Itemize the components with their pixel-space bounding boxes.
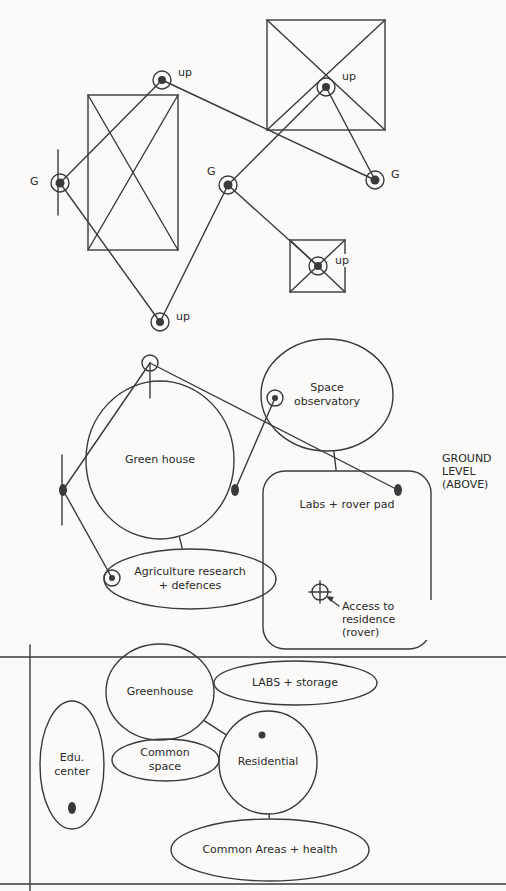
zone-ellipse: Edu. center — [39, 700, 105, 830]
square-diagonal — [267, 20, 385, 130]
square-diagonal — [88, 95, 178, 250]
zone-ellipse — [40, 701, 104, 829]
zone-label: Green house — [125, 453, 195, 467]
floor-line — [0, 656, 506, 657]
wall-line — [29, 645, 30, 891]
text-stack: Greenhouse — [127, 685, 193, 699]
connector — [268, 814, 269, 818]
marker-dot — [158, 76, 166, 84]
level-marker — [151, 313, 169, 331]
connector — [334, 452, 336, 470]
square-diagonal — [88, 95, 178, 250]
zone-label: Space observatory — [280, 381, 374, 409]
zone-ellipse — [86, 381, 234, 539]
text-stack: Common Areas + health — [202, 843, 337, 857]
marker-dot — [259, 732, 266, 739]
text-stack: Residential — [238, 755, 299, 769]
zone-label: Edu. center — [50, 751, 95, 779]
path-line — [60, 183, 160, 322]
marker-dot — [109, 575, 115, 581]
zone-ellipse — [261, 339, 393, 451]
sketch-label: up — [333, 254, 351, 267]
sketch-label: G — [389, 168, 402, 181]
marker-dot — [272, 395, 278, 401]
marker-dot — [68, 802, 76, 814]
marker-dot — [156, 318, 164, 326]
path-line — [235, 398, 275, 490]
path-line — [162, 80, 375, 180]
sketch-label: G — [205, 165, 218, 178]
sketch-label: GROUND LEVEL (ABOVE) — [440, 452, 506, 492]
marker-dot — [59, 484, 67, 496]
text-stack: Agriculture research + defences — [129, 565, 251, 593]
path-line — [63, 363, 150, 490]
path-line — [228, 185, 318, 266]
zone-ellipse — [111, 739, 218, 781]
floor-line — [0, 883, 506, 884]
sketch-label: up — [176, 66, 194, 79]
marker-dot — [224, 181, 233, 190]
text-stack: Edu. center — [50, 751, 95, 779]
path-line — [60, 80, 162, 183]
path-line — [160, 185, 228, 322]
arrow-head — [326, 596, 334, 602]
text-stack: Space observatory — [280, 381, 374, 409]
text-stack: Green house — [125, 453, 195, 467]
square-diagonal — [267, 20, 385, 130]
level-marker — [153, 71, 171, 89]
zone-label: Greenhouse — [127, 685, 193, 699]
text-stack: Labs + rover pad — [300, 498, 395, 512]
zone-circle: Residential — [218, 710, 318, 815]
marker-dot — [394, 484, 402, 496]
building-square — [88, 95, 178, 250]
level-marker — [142, 355, 158, 371]
zone-ellipse: Space observatory — [260, 338, 394, 452]
marker-dot — [371, 176, 380, 185]
zone-ellipse: Common Areas + health — [170, 818, 370, 882]
zone-ellipse: Green house — [85, 380, 235, 540]
zone-ellipse — [106, 644, 214, 740]
sketch-label: up — [174, 310, 192, 323]
marker-dot — [322, 83, 330, 91]
zone-label: Common Areas + health — [202, 843, 337, 857]
zone-ellipse: Common space — [111, 738, 220, 782]
sketch-label: Access to residence (rover) — [340, 600, 436, 640]
crosshair — [319, 581, 320, 603]
level-marker — [51, 174, 69, 192]
path-line — [228, 87, 326, 185]
level-marker — [366, 171, 384, 189]
level-marker — [219, 176, 237, 194]
sketch-label: G — [28, 175, 41, 188]
marker-dot — [314, 262, 322, 270]
connector — [204, 721, 225, 735]
zone-ellipse: Agriculture research + defences — [103, 548, 277, 610]
level-marker — [267, 390, 283, 406]
zone-label: Common space — [127, 746, 203, 774]
zone-label: Residential — [238, 755, 299, 769]
zone-label: Agriculture research + defences — [129, 565, 251, 593]
text-stack: LABS + storage — [252, 676, 338, 690]
zone-ellipse — [214, 661, 377, 705]
building-square — [267, 20, 385, 130]
zone-ellipse: Greenhouse — [105, 643, 215, 741]
zone-ellipse — [104, 549, 276, 609]
zone-ellipse: LABS + storage — [213, 660, 378, 706]
path-line — [149, 363, 150, 398]
connector — [179, 537, 182, 548]
marker-dot — [231, 484, 239, 496]
zone-ellipse — [171, 819, 369, 881]
zone-label: Labs + rover pad — [300, 498, 395, 512]
level-marker — [317, 78, 335, 96]
marker-dot — [56, 179, 65, 188]
level-marker — [309, 257, 327, 275]
zone-circle — [219, 711, 317, 814]
sketch-label: up — [340, 70, 358, 83]
text-stack: Common space — [127, 746, 203, 774]
path-line — [63, 490, 112, 578]
zone-label: LABS + storage — [252, 676, 338, 690]
path-line — [326, 87, 375, 180]
